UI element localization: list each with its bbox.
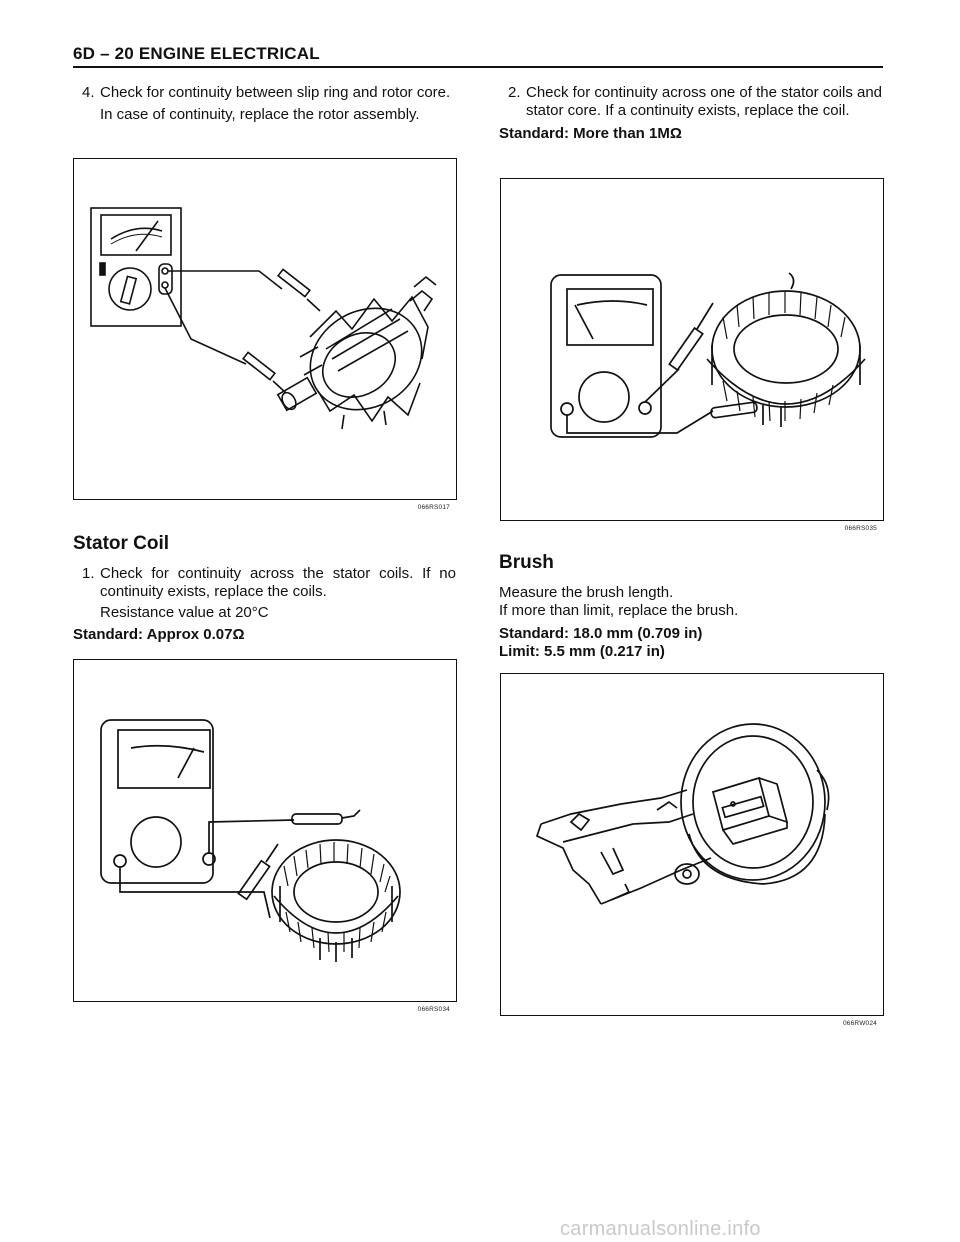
watermark-footer: carmanualsonline.info [560, 1218, 761, 1240]
step-4-note: In case of continuity, replace the rotor… [100, 105, 420, 123]
figure-stator-core: 066RS035 [500, 178, 884, 532]
stator-step-1-text: Check for continuity across the stator c… [100, 565, 456, 600]
step-2: 2. Check for continuity across one of th… [499, 84, 882, 119]
rotor-illustration [90, 207, 437, 430]
brush-line-2: If more than limit, replace the brush. [499, 601, 739, 619]
stator-step-1: 1. Check for continuity across the stato… [73, 565, 456, 600]
stator-core-illustration [550, 272, 866, 438]
figure-code: 066RS017 [417, 504, 450, 511]
brush-holder-illustration [535, 723, 830, 905]
stator-coil-illustration [100, 719, 401, 962]
stator-step-1-number: 1. [82, 565, 95, 582]
figure-rotor-continuity: 066RS017 [73, 158, 457, 511]
brush-limit: Limit: 5.5 mm (0.217 in) [499, 643, 665, 660]
step-2-number: 2. [508, 84, 521, 101]
step-4-text: Check for continuity between slip ring a… [100, 84, 451, 101]
section-title-brush: Brush [499, 552, 554, 573]
left-column: 4. Check for continuity between slip rin… [73, 84, 456, 123]
brush-line-1: Measure the brush length. [499, 584, 674, 601]
stator-step-1-note: Resistance value at 20°C [100, 604, 269, 621]
page-header: 6D – 20 ENGINE ELECTRICAL [73, 44, 320, 63]
brush-standard: Standard: 18.0 mm (0.709 in) [499, 625, 703, 642]
right-column: 2. Check for continuity across one of th… [499, 84, 882, 143]
step-4-number: 4. [82, 84, 95, 101]
step-4: 4. Check for continuity between slip rin… [73, 84, 456, 102]
stator-standard: Standard: Approx 0.07Ω [73, 625, 245, 643]
figure-code: 066RW024 [842, 1020, 877, 1027]
step-2-text: Check for continuity across one of the s… [526, 84, 883, 119]
standard-resistance: Standard: More than 1MΩ [499, 125, 682, 142]
figure-stator-coils: 066RS034 [73, 659, 457, 1013]
figure-code: 066RS034 [417, 1006, 450, 1013]
figure-code: 066RS035 [844, 525, 877, 532]
stator-section: 1. Check for continuity across the stato… [73, 565, 456, 644]
section-title-stator-coil: Stator Coil [73, 533, 170, 554]
figure-brush: 066RW024 [500, 673, 884, 1027]
header-rule [73, 66, 883, 68]
brush-section: Measure the brush length. If more than l… [499, 584, 882, 661]
